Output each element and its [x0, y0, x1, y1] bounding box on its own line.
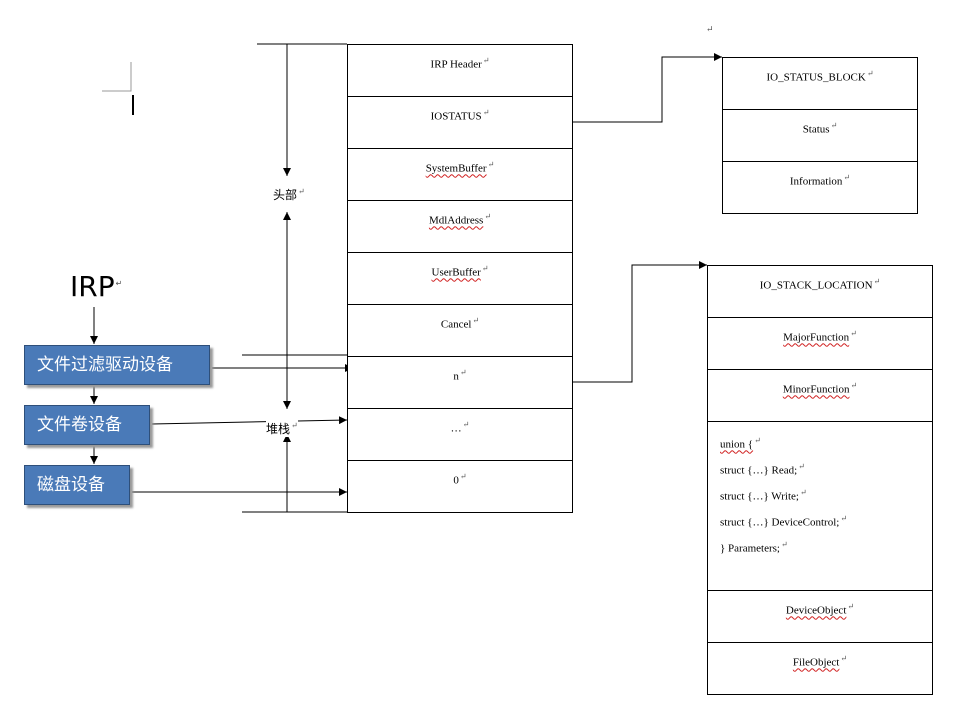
stack-bracket-label: 堆栈↵	[266, 420, 298, 437]
irp-row-mdladdress: MdlAddress↵	[348, 201, 572, 253]
paragraph-mark: ↵	[484, 212, 492, 221]
paragraph-mark: ↵	[291, 421, 298, 430]
union-line: union {↵	[720, 436, 761, 451]
cell-text: …	[450, 422, 462, 435]
disk-device-box: 磁盘设备	[24, 465, 130, 505]
stack-bracket-text: 堆栈	[266, 422, 291, 436]
cell-text: DeviceObject	[785, 604, 847, 617]
paragraph-mark: ↵	[799, 488, 807, 497]
cell-text: IO_STATUS_BLOCK	[766, 71, 866, 84]
paragraph-mark: ↵	[115, 278, 123, 288]
paragraph-mark: ↵	[487, 160, 495, 169]
paragraph-mark: ↵	[850, 329, 857, 338]
cell-text: IRP Header	[430, 58, 482, 71]
paragraph-mark: ↵	[840, 514, 848, 523]
cell-text: MajorFunction	[783, 331, 850, 344]
cell-text: } Parameters;	[720, 542, 780, 555]
irp-row-stack-ellipsis: …↵	[348, 409, 572, 461]
paragraph-mark: ↵	[830, 121, 838, 130]
cell-text: struct {…} DeviceControl;	[720, 516, 840, 529]
irp-label: IRP↵	[70, 270, 122, 303]
cell-text: IOSTATUS	[430, 110, 482, 123]
paragraph-mark: ↵	[840, 654, 848, 663]
paragraph-mark: ↵	[780, 540, 788, 549]
union-line: } Parameters;↵	[720, 540, 788, 555]
irp-row-userbuffer: UserBuffer↵	[348, 253, 572, 305]
stack-location-link-arrow	[573, 261, 707, 383]
cell-text: MdlAddress	[428, 214, 484, 227]
io-status-block-table: IO_STATUS_BLOCK↵ Status↵ Information↵	[722, 57, 918, 214]
irp-row-stack-n: n↵	[348, 357, 572, 409]
cell-text: Cancel	[440, 318, 472, 331]
io-stack-device-object: DeviceObject↵	[708, 591, 932, 643]
io-status-block-status: Status↵	[723, 110, 917, 162]
io-stack-major-function: MajorFunction↵	[708, 318, 932, 370]
paragraph-mark: ↵	[798, 462, 805, 471]
io-stack-minor-function: MinorFunction↵	[708, 370, 932, 422]
cell-text: SystemBuffer	[425, 162, 487, 175]
paragraph-mark: ↵	[850, 381, 858, 390]
paragraph-mark: ↵	[873, 277, 881, 286]
file-volume-device-label: 文件卷设备	[37, 414, 122, 435]
cell-text: 0	[453, 474, 459, 487]
volume-to-ellipsis-arrow	[151, 416, 348, 425]
filter-driver-device-label: 文件过滤驱动设备	[37, 354, 173, 375]
io-stack-parameters-union: union {↵ struct {…} Read;↵ struct {…} Wr…	[708, 422, 932, 591]
paragraph-mark: ↵	[847, 602, 855, 611]
paragraph-mark: ↵	[866, 69, 874, 78]
irp-row-stack-zero: 0↵	[348, 461, 572, 514]
io-stack-file-object: FileObject↵	[708, 643, 932, 696]
union-line: struct {…} DeviceControl;↵	[720, 514, 847, 529]
paragraph-mark: ↵	[481, 264, 489, 273]
irp-row-iostatus: IOSTATUS↵	[348, 97, 572, 149]
cell-text: FileObject	[792, 656, 840, 669]
io-stack-location-table: IO_STACK_LOCATION↵ MajorFunction↵ MinorF…	[707, 265, 933, 695]
paragraph-mark: ↵	[462, 420, 470, 429]
paragraph-mark: ↵	[459, 368, 467, 377]
cell-text: struct {…} Write;	[720, 490, 799, 503]
irp-row-cancel: Cancel↵	[348, 305, 572, 357]
cell-text: union {	[720, 438, 754, 451]
paragraph-mark: ↵	[754, 436, 761, 445]
irp-row-systembuffer: SystemBuffer↵	[348, 149, 572, 201]
filter-driver-device-box: 文件过滤驱动设备	[24, 345, 210, 385]
union-line: struct {…} Write;↵	[720, 488, 807, 503]
union-line: struct {…} Read;↵	[720, 462, 805, 477]
paragraph-mark: ↵	[482, 56, 490, 65]
cell-text: IO_STACK_LOCATION	[759, 279, 873, 292]
io-status-block-title: IO_STATUS_BLOCK↵	[723, 58, 917, 110]
file-volume-device-box: 文件卷设备	[24, 405, 150, 445]
paragraph-mark: ↵	[482, 108, 490, 117]
paragraph-mark: ↵	[843, 173, 851, 182]
irp-label-text: IRP	[70, 270, 115, 303]
cell-text: MinorFunction	[782, 383, 850, 396]
cell-text: struct {…} Read;	[720, 464, 798, 477]
cell-text: UserBuffer	[431, 266, 481, 279]
io-status-block-information: Information↵	[723, 162, 917, 215]
header-bracket-label: 头部↵	[273, 186, 305, 203]
irp-row-header: IRP Header↵	[348, 45, 572, 97]
cell-text: Information	[789, 175, 843, 188]
paragraph-mark: ↵	[472, 316, 480, 325]
io-stack-location-title: IO_STACK_LOCATION↵	[708, 266, 932, 318]
cell-text: n	[453, 370, 459, 383]
paragraph-mark: ↵	[706, 24, 714, 34]
cell-text: Status	[802, 123, 830, 136]
disk-device-label: 磁盘设备	[37, 474, 105, 495]
iostatus-link-arrow	[573, 53, 722, 123]
irp-structure-table: IRP Header↵ IOSTATUS↵ SystemBuffer↵ MdlA…	[347, 44, 573, 513]
crop-mark	[102, 62, 132, 92]
paragraph-mark: ↵	[459, 472, 467, 481]
header-bracket-text: 头部	[273, 188, 298, 202]
paragraph-mark: ↵	[298, 187, 305, 196]
